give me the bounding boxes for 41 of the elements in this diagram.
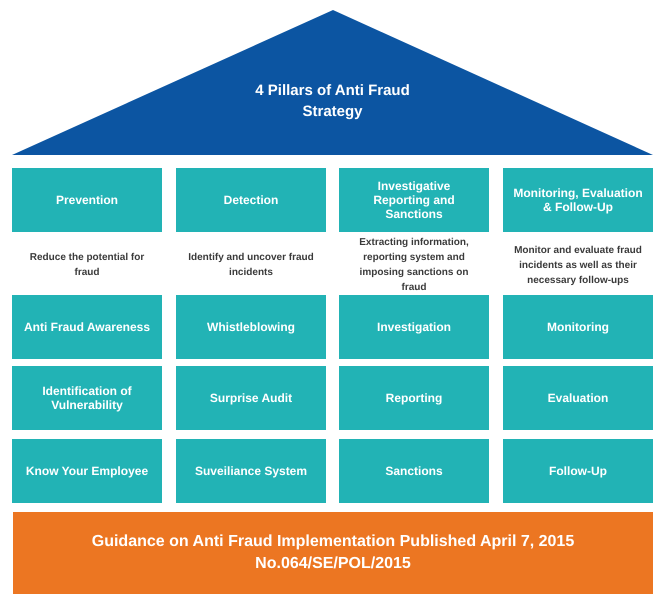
pillar-box <box>176 366 326 430</box>
pillar-description: Extracting information, reporting system and imposing sanctions on fraud <box>358 238 470 292</box>
pillar-box <box>503 366 653 430</box>
pillar-description: Reduce the potential for fraud <box>28 251 146 280</box>
pillar-box <box>339 439 489 503</box>
pillar-description: Identify and uncover fraud incidents <box>187 251 315 280</box>
pillar-label: Monitoring, Evaluation & Follow-Up <box>513 186 643 214</box>
pillar-box <box>503 295 653 359</box>
pillar-label: Know Your Employee <box>26 464 148 478</box>
foundation-text: No.064/SE/POL/2015 <box>255 554 411 574</box>
pillar-box <box>12 439 162 503</box>
foundation-text: Guidance on Anti Fraud Implementation Published April 7, 2015 <box>92 532 574 552</box>
pillar-label: Suveiliance System <box>194 464 308 478</box>
pillar-label: Identification of Vulnerability <box>41 384 133 412</box>
pillar-box <box>12 295 162 359</box>
pillar-description: Monitor and evaluate fraud incidents as well as their necessary follow-ups <box>513 244 643 288</box>
pillar-heading-box <box>339 168 489 232</box>
pillar-label: Surprise Audit <box>210 391 292 405</box>
pillar-label: Anti Fraud Awareness <box>24 320 150 334</box>
roof-title: 4 Pillars of Anti Fraud Strategy <box>254 81 411 122</box>
pillar-box <box>503 439 653 503</box>
foundation-band <box>13 512 653 594</box>
pillar-box <box>339 295 489 359</box>
pillar-label: Follow-Up <box>549 464 607 478</box>
pillar-label: Evaluation <box>548 391 608 405</box>
pillar-heading-box <box>12 168 162 232</box>
pillar-label: Detection <box>224 193 278 207</box>
roof-triangle <box>12 10 653 155</box>
pillar-box <box>176 439 326 503</box>
pillar-label: Prevention <box>56 193 118 207</box>
pillar-heading-box <box>176 168 326 232</box>
pillar-box <box>339 366 489 430</box>
pillar-label: Reporting <box>386 391 442 405</box>
pillar-label: Monitoring <box>547 320 609 334</box>
pillar-label: Investigation <box>376 320 451 334</box>
pillar-heading-box <box>503 168 653 232</box>
pillar-box <box>176 295 326 359</box>
pillar-box <box>12 366 162 430</box>
pillar-label: Whistleblowing <box>207 320 295 334</box>
pillar-label: Investigative Reporting and Sanctions <box>372 179 456 221</box>
pillar-label: Sanctions <box>385 464 443 478</box>
